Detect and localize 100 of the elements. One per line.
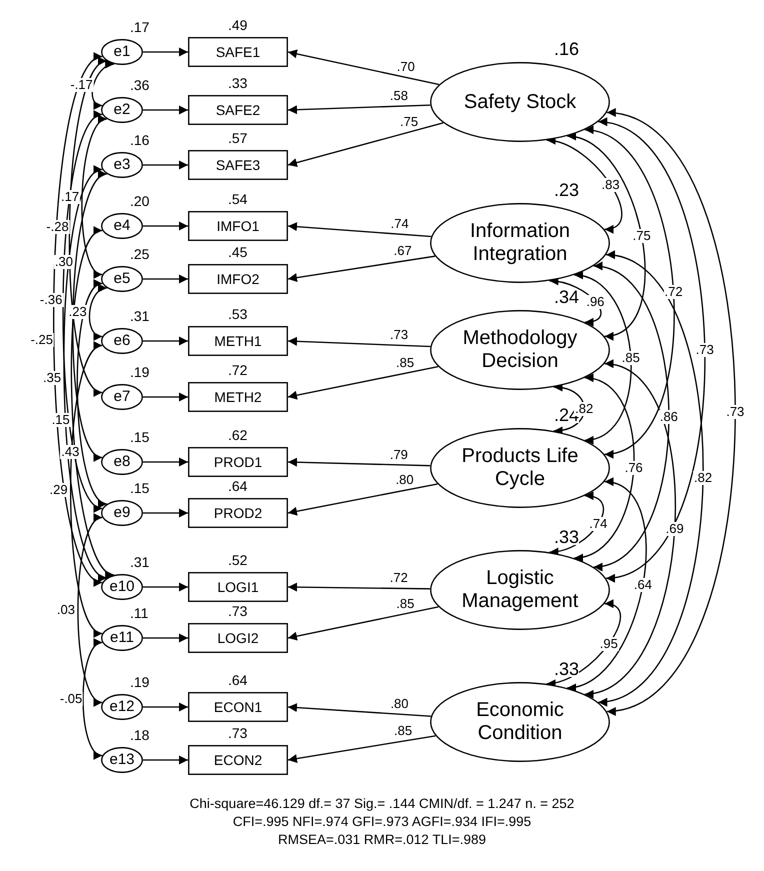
error-ellipse: e4 — [101, 213, 143, 239]
fit-statistics: RMSEA=.031 RMR=.012 TLI=.989 — [278, 832, 486, 848]
correlation-arrow — [584, 362, 676, 696]
latent-ellipse: Products Life Cycle — [430, 428, 610, 508]
latent-ellipse: Economic Condition — [430, 682, 610, 762]
coefficient-label: .74 — [588, 516, 608, 531]
arrow — [143, 756, 188, 764]
coefficient-label: .85 — [395, 596, 416, 611]
arrow — [143, 634, 188, 642]
coefficient-label: .58 — [388, 89, 409, 104]
coefficient-label: -.05 — [58, 692, 84, 706]
r-squared-value: .33 — [554, 530, 580, 545]
error-ellipse: e12 — [101, 694, 143, 720]
latent-ellipse: Logistic Management — [430, 550, 610, 630]
coefficient-label: .80 — [394, 473, 415, 488]
indicator-box: LOGI1 — [188, 572, 288, 602]
variance-value: .11 — [130, 606, 148, 621]
r-squared-value: .73 — [228, 726, 248, 741]
variance-value: .15 — [130, 430, 150, 445]
coefficient-label: .72 — [663, 285, 684, 300]
arrow — [143, 336, 188, 346]
correlation-arrow — [567, 479, 647, 690]
coefficient-label: .67 — [392, 244, 413, 258]
coefficient-label: .85 — [620, 350, 641, 365]
correlation-arrow — [546, 600, 621, 687]
coefficient-label: .75 — [399, 115, 420, 130]
correlation-arrow — [598, 252, 704, 704]
coefficient-label: .73 — [388, 328, 410, 342]
error-ellipse: e10 — [101, 574, 143, 600]
indicator-box: LOGI2 — [188, 623, 288, 653]
variance-value: .20 — [130, 194, 150, 209]
indicator-box: SAFE3 — [188, 150, 288, 180]
coefficient-label: .70 — [396, 60, 416, 74]
indicator-box: IMFO2 — [188, 264, 288, 294]
coefficient-label: .73 — [694, 343, 715, 358]
coefficient-label: .76 — [624, 460, 644, 475]
coefficient-label: .83 — [600, 178, 621, 192]
correlation-arrow — [584, 128, 674, 456]
fit-statistics: Chi-square=46.129 df.= 37 Sig.= .144 CMIN/df. = 1.247 n. = 252 — [190, 796, 574, 812]
variance-value: .18 — [130, 728, 150, 743]
coefficient-label: .64 — [632, 578, 653, 592]
r-squared-value: .53 — [228, 307, 248, 322]
r-squared-value: .52 — [228, 553, 248, 568]
variance-value: .25 — [130, 247, 150, 262]
coefficient-label: -.25 — [30, 333, 54, 347]
arrow — [143, 458, 188, 466]
arrow — [288, 366, 438, 400]
arrow — [143, 508, 188, 518]
error-ellipse: e3 — [101, 152, 143, 178]
arrow — [288, 483, 438, 516]
arrow — [288, 122, 444, 167]
r-squared-value: .45 — [228, 245, 248, 260]
variance-value: .31 — [130, 309, 150, 324]
indicator-box: SAFE2 — [188, 95, 288, 125]
indicator-box: ECON1 — [188, 692, 288, 722]
r-squared-value: .33 — [554, 662, 580, 677]
r-squared-value: .49 — [228, 18, 248, 33]
arrow — [288, 703, 431, 717]
arrow — [143, 582, 188, 592]
coefficient-label: .79 — [388, 448, 409, 462]
coefficient-label: .82 — [574, 402, 594, 416]
variance-value: .36 — [130, 78, 150, 93]
coefficient-label: .96 — [585, 294, 606, 309]
arrow — [143, 48, 188, 56]
arrow — [288, 458, 430, 467]
r-squared-value: .72 — [228, 363, 248, 378]
latent-ellipse: Methodology Decision — [430, 310, 610, 390]
correlation-arrow — [594, 264, 670, 570]
coefficient-label: .95 — [598, 636, 619, 651]
error-ellipse: e1 — [101, 39, 143, 65]
correlation-arrow — [549, 492, 604, 556]
r-squared-value: .62 — [228, 428, 248, 443]
correlation-arrow — [549, 277, 602, 326]
r-squared-value: .64 — [228, 479, 248, 494]
latent-ellipse: Safety Stock — [430, 62, 610, 142]
arrow — [143, 274, 188, 284]
coefficient-label: .85 — [395, 356, 416, 370]
r-squared-value: .33 — [228, 76, 248, 91]
error-ellipse: e11 — [101, 625, 143, 651]
arrow — [288, 735, 436, 763]
arrow — [288, 606, 439, 641]
arrow — [288, 582, 430, 592]
arrow — [288, 50, 440, 86]
fit-statistics: CFI=.995 NFI=.974 GFI=.973 AGFI=.934 IFI=.995 — [232, 814, 532, 830]
r-squared-value: .54 — [228, 192, 248, 207]
r-squared-value: .64 — [228, 673, 248, 688]
variance-value: .31 — [130, 555, 150, 570]
indicator-box: PROD1 — [188, 447, 288, 477]
indicator-box: METH1 — [188, 326, 288, 356]
coefficient-label: .85 — [393, 724, 414, 738]
arrow — [143, 106, 188, 114]
r-squared-value: .57 — [228, 131, 248, 146]
correlation-arrow — [567, 134, 646, 339]
error-ellipse: e13 — [101, 747, 143, 773]
r-squared-value: .16 — [554, 42, 580, 57]
correlation-arrow — [574, 272, 632, 443]
arrow — [143, 392, 188, 402]
indicator-box: SAFE1 — [188, 37, 288, 67]
arrow — [143, 160, 188, 170]
variance-value: .16 — [130, 133, 150, 148]
